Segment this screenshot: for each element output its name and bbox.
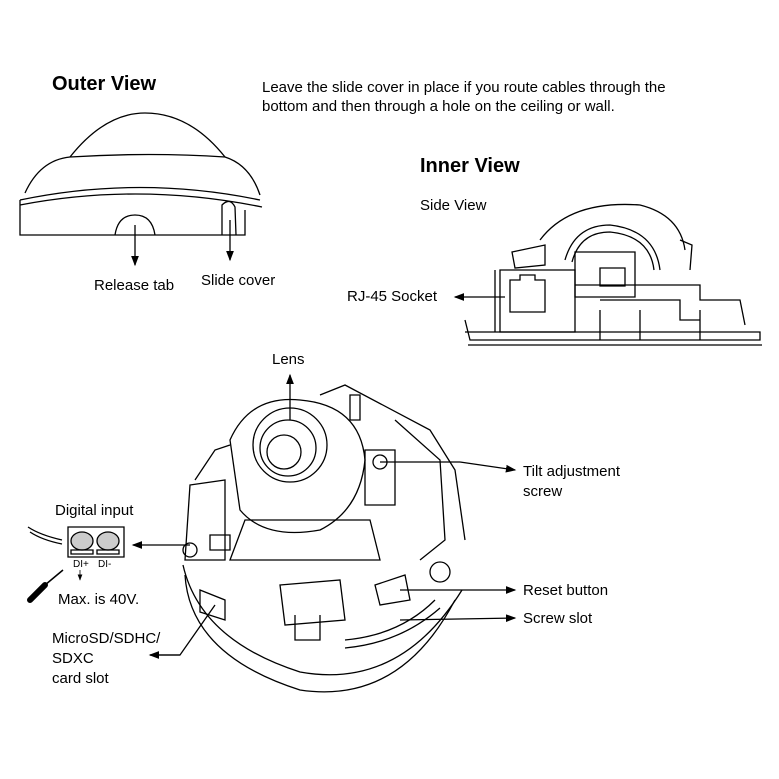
slide-cover-label: Slide cover: [201, 272, 276, 289]
di-minus-label: DI-: [98, 559, 112, 570]
side-view-label: Side View: [420, 197, 487, 214]
tilt-label-2: screw: [523, 483, 563, 500]
rj45-label: RJ-45 Socket: [347, 288, 438, 305]
screw-slot-arrow: [400, 614, 517, 623]
inner-view-title: Inner View: [420, 155, 520, 177]
camera-main-view: [183, 385, 465, 692]
outer-view-dome: [20, 113, 262, 235]
note-line-2: bottom and then through a hole on the ce…: [262, 98, 615, 115]
release-tab-label: Release tab: [94, 277, 175, 294]
screwdriver-icon: [30, 570, 63, 600]
inner-side-view: [465, 204, 762, 345]
reset-button-label: Reset button: [523, 582, 609, 599]
tilt-arrow: [460, 462, 517, 473]
digital-input-label: Digital input: [55, 502, 134, 519]
outer-view-title: Outer View: [52, 73, 157, 95]
di-plus-label: DI+: [73, 559, 89, 570]
note-line-1: Leave the slide cover in place if you ro…: [262, 79, 666, 96]
sd-slot-label-1: MicroSD/SDHC/: [52, 630, 161, 647]
max-voltage-label: Max. is 40V.: [58, 591, 140, 608]
sd-slot-label-3: card slot: [52, 670, 109, 687]
digital-input-connector: [28, 527, 124, 581]
lens-label: Lens: [272, 351, 305, 368]
screw-slot-label: Screw slot: [523, 610, 593, 627]
tilt-label-1: Tilt adjustment: [523, 463, 620, 480]
sd-slot-label-2: SDXC: [52, 650, 94, 667]
